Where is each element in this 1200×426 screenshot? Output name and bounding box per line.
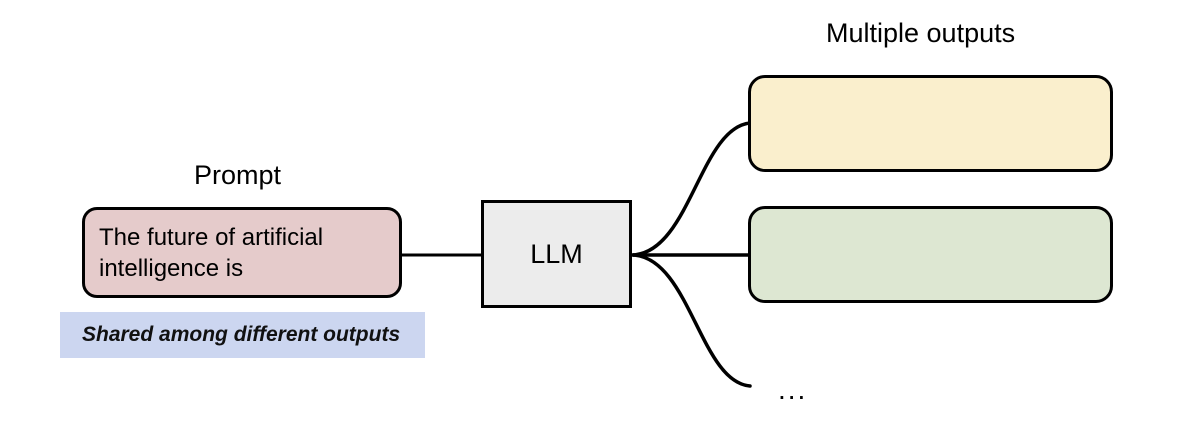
- prompt-label: Prompt: [194, 160, 282, 190]
- multiple-outputs-label: Multiple outputs: [826, 18, 1016, 48]
- prompt-text: The future of artificial intelligence is: [99, 223, 324, 282]
- shared-among-outputs-note: Shared among different outputs: [60, 312, 425, 358]
- wire-llm-to-output-1: [631, 121, 752, 257]
- more-outputs-ellipsis: ...: [778, 374, 808, 405]
- wire-llm-to-ellipsis: [631, 253, 752, 388]
- llm-label: LLM: [530, 238, 583, 269]
- output-box-1[interactable]: [748, 75, 1113, 172]
- output-box-2[interactable]: [748, 206, 1113, 303]
- shared-among-outputs-text: Shared among different outputs: [82, 323, 401, 346]
- llm-box[interactable]: LLM: [481, 200, 632, 308]
- prompt-box[interactable]: The future of artificial intelligence is: [82, 207, 402, 298]
